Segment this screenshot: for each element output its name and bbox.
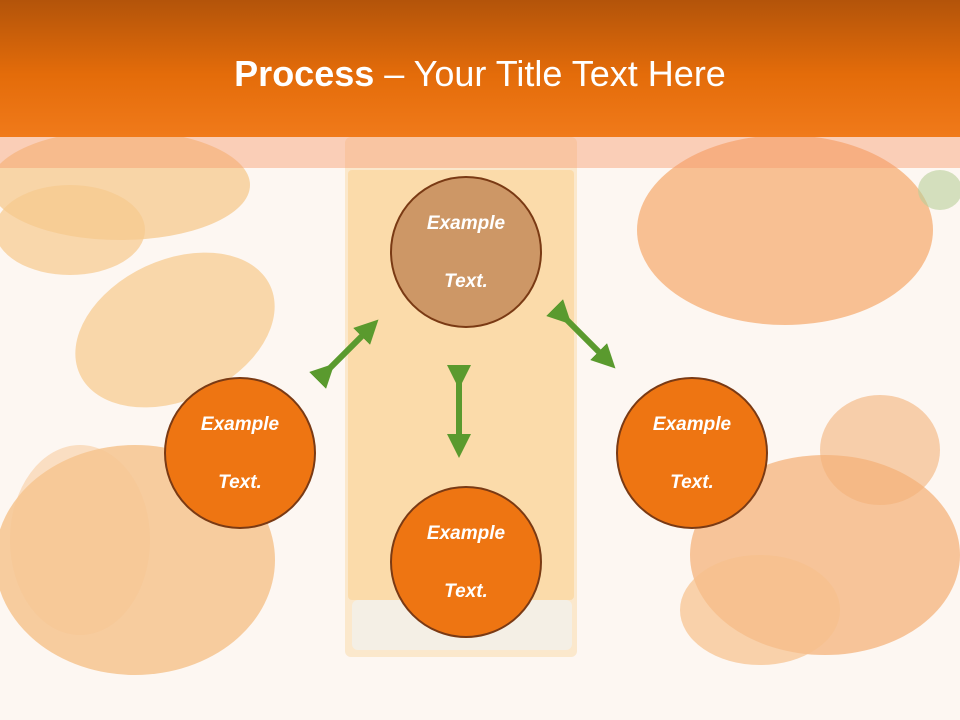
slide-title-rest: – Your Title Text Here (374, 53, 726, 94)
node-top-line2: Text. (444, 270, 488, 292)
node-right-line2: Text. (670, 471, 714, 493)
title-bar (0, 0, 960, 137)
node-bottom-line1: Example (426, 522, 506, 544)
slide-title-bold: Process (234, 53, 375, 94)
node-bottom-line2: Text. (444, 580, 488, 602)
arrow-top-left (309, 319, 379, 389)
node-left-line1: Example (200, 413, 280, 435)
arrow-top-right (546, 299, 616, 369)
node-right-line1: Example (652, 413, 732, 435)
node-top-line1: Example (426, 212, 506, 234)
title-bar-band (0, 137, 960, 168)
slide-title[interactable]: Process – Your Title Text Here (0, 50, 960, 98)
node-left-line2: Text. (218, 471, 262, 493)
